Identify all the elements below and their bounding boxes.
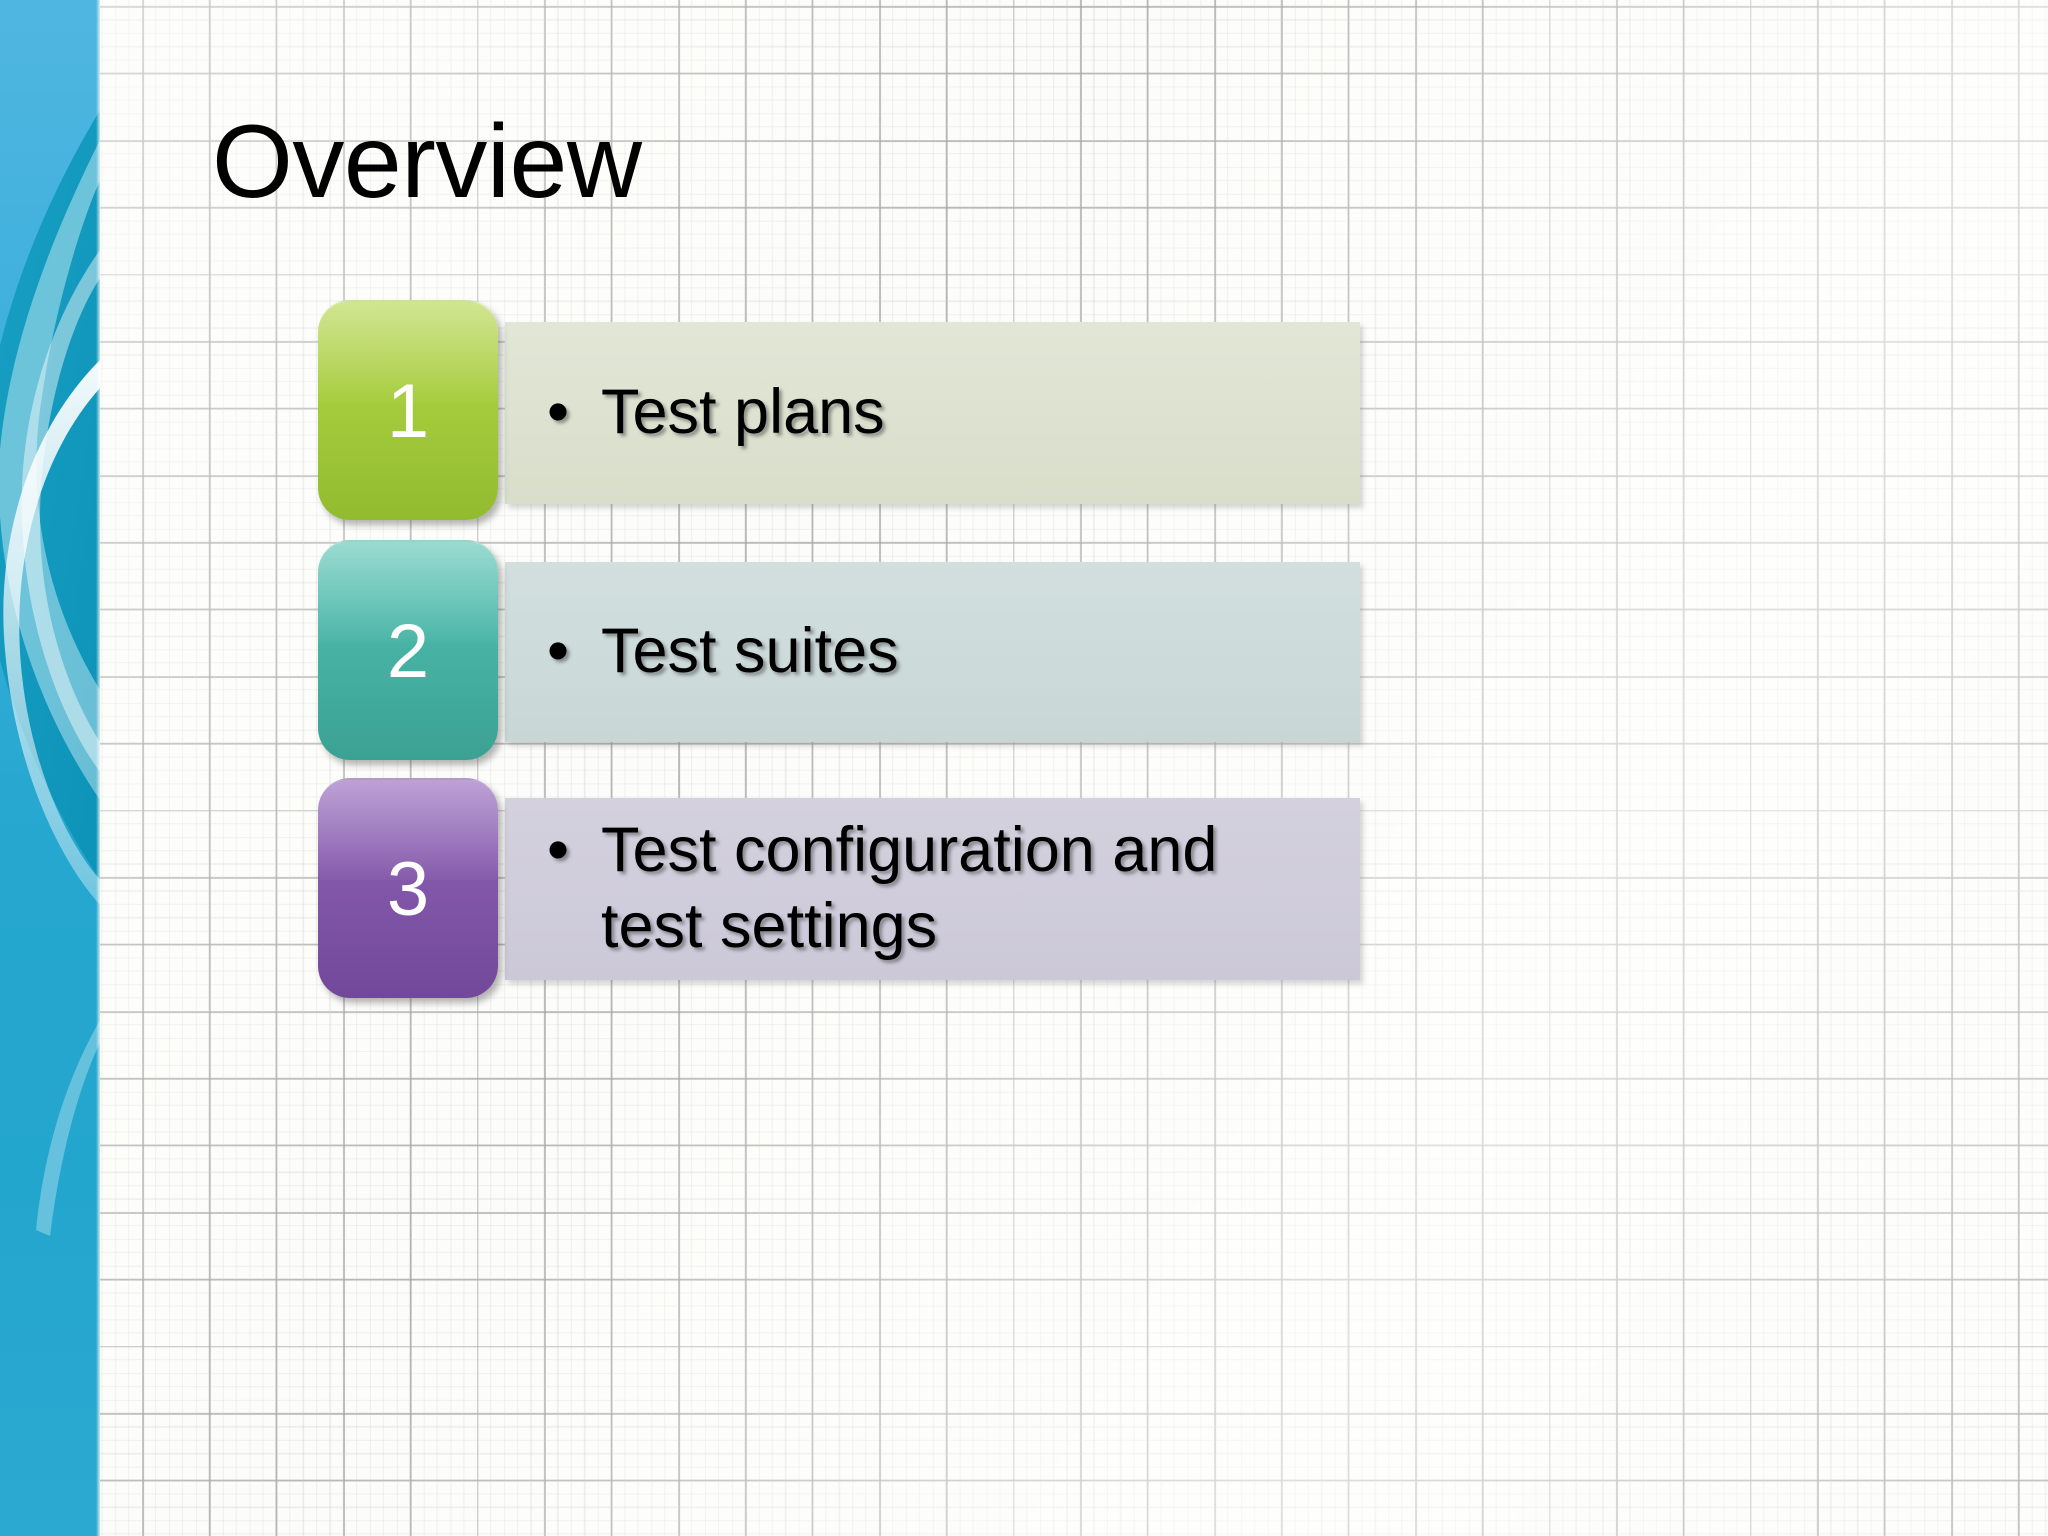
list-item-number: 2: [386, 608, 430, 694]
bullet-icon: •: [547, 616, 570, 687]
list-item-number-badge[interactable]: 2: [318, 540, 498, 760]
ribbon-curves-icon: [0, 110, 100, 1236]
list-item-label: Test plans: [601, 377, 885, 448]
list-item-label: Test suites: [601, 616, 899, 687]
list-item-number-badge[interactable]: 3: [318, 778, 498, 998]
theme-sidebar-decoration: [0, 0, 100, 1536]
list-item-number-badge[interactable]: 1: [318, 300, 498, 520]
list-item-panel: • Test configuration and test settings: [505, 798, 1360, 980]
list-item-text-container: • Test plans: [547, 322, 1334, 504]
sidebar-edge-highlight: [96, 0, 100, 1536]
list-item-label: Test configuration and test settings: [601, 815, 1218, 961]
list-item-number: 1: [386, 368, 430, 454]
list-item-text-container: • Test configuration and test settings: [547, 798, 1334, 980]
list-item-number: 3: [386, 846, 430, 932]
page-title: Overview: [212, 104, 642, 220]
list-item-text-container: • Test suites: [547, 562, 1334, 742]
list-item-panel: • Test plans: [505, 322, 1360, 504]
bullet-icon: •: [547, 377, 570, 448]
list-item-panel: • Test suites: [505, 562, 1360, 742]
bullet-icon: •: [547, 815, 570, 886]
